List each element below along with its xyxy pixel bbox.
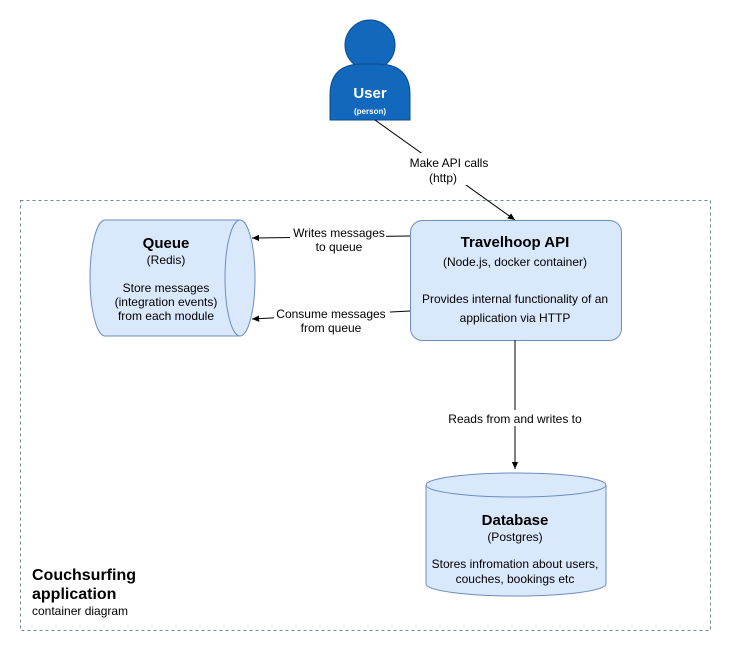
- person-user[interactable]: User (person): [329, 19, 411, 121]
- queue-desc-2: (integration events): [115, 295, 218, 309]
- queue-end-cap: [224, 219, 241, 337]
- edge-user-api-label-1: Make API calls: [410, 156, 489, 170]
- boundary-title: Couchsurfing application: [32, 567, 136, 603]
- database-desc-1: Stores infromation about users,: [432, 557, 599, 571]
- boundary-subtitle: container diagram: [32, 604, 129, 618]
- edge-consume-label-1: Consume messages: [276, 307, 385, 321]
- person-head: [344, 19, 396, 71]
- edge-db-label: Reads from and writes to: [448, 412, 582, 426]
- person-name: User: [353, 85, 387, 102]
- edge-consume-label-bg: [274, 307, 390, 335]
- api-desc-1: Provides internal functionality of an: [422, 292, 608, 306]
- edge-consume-label-2: from queue: [301, 321, 362, 335]
- database-body: [425, 472, 607, 597]
- person-body: [329, 63, 411, 121]
- edge-db-label-bg: [446, 410, 586, 426]
- database-name: Database: [482, 512, 549, 529]
- queue-desc-1: Store messages: [123, 281, 210, 295]
- person-tag: (person): [354, 107, 386, 116]
- queue-tech: (Redis): [147, 253, 186, 267]
- container-queue[interactable]: Queue (Redis) Store messages (integratio…: [89, 219, 256, 337]
- api-tech: (Node.js, docker container): [443, 255, 587, 269]
- edge-write-label-2: to queue: [316, 240, 363, 254]
- edge-write-label-1: Writes messages: [293, 226, 385, 240]
- container-travelhoop-api[interactable]: Travelhoop API (Node.js, docker containe…: [410, 220, 622, 341]
- database-tech: (Postgres): [487, 530, 542, 544]
- api-desc-2: application via HTTP: [460, 311, 571, 325]
- system-boundary: [20, 200, 711, 631]
- container-database[interactable]: Database (Postgres) Stores infromation a…: [425, 472, 607, 597]
- database-top-cap: [425, 484, 607, 498]
- database-desc-2: couches, bookings etc: [456, 572, 575, 586]
- edge-user-api-label-bg: [398, 153, 498, 185]
- api-box: [410, 220, 622, 341]
- edge-user-api-label-2: (http): [429, 171, 457, 185]
- queue-name: Queue: [143, 235, 190, 252]
- edge-write-label-bg: [290, 226, 386, 254]
- api-name: Travelhoop API: [461, 234, 570, 251]
- queue-desc-3: from each module: [118, 309, 214, 323]
